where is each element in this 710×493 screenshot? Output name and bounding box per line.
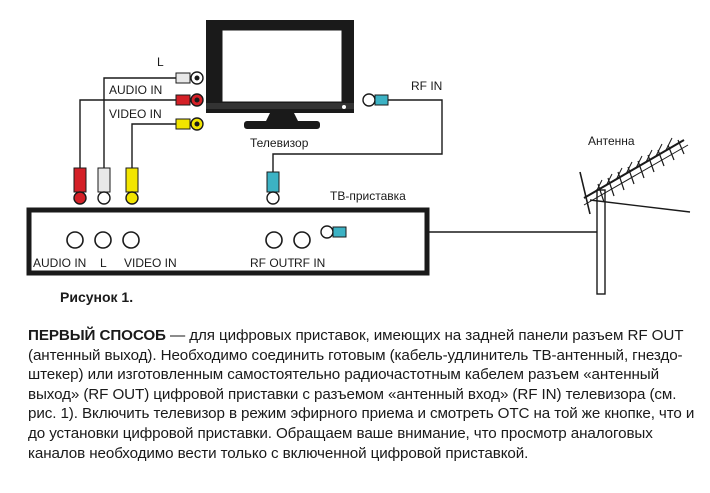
tv-audio-left-plug (175, 71, 204, 85)
cables (79, 77, 600, 233)
figure-caption: Рисунок 1. (60, 289, 134, 305)
tv-screen (221, 29, 343, 103)
cable-rf-tv (272, 99, 443, 172)
box-video-plug (125, 167, 139, 205)
tv-label: Телевизор (250, 136, 309, 150)
tv-rf-in-connector (362, 93, 389, 107)
tv-rf-in-label: RF IN (411, 79, 442, 93)
tv-bezel-strip (206, 103, 354, 109)
cable-audio-left (103, 77, 176, 168)
tv-video-in-label: VIDEO IN (109, 107, 162, 121)
box-audio-left-plug (97, 167, 111, 205)
box-l-label: L (100, 256, 107, 270)
description-paragraph: ПЕРВЫЙ СПОСОБ — для цифровых приставок, … (28, 326, 703, 463)
box-audio-in-jack-l (94, 231, 112, 249)
box-audio-in-label: AUDIO IN (33, 256, 86, 270)
cable-audio-right (79, 99, 176, 168)
box-rf-in-plug (320, 225, 347, 239)
box-audio-right-plug (73, 167, 87, 205)
tv-stand-base (244, 121, 320, 129)
connection-diagram: Телевизор L AUDIO IN VIDEO IN RF IN (26, 20, 691, 295)
box-video-in-label: VIDEO IN (124, 256, 177, 270)
box-rf-in-jack (293, 231, 311, 249)
method-text: — для цифровых приставок, имеющих на зад… (28, 327, 695, 462)
box-rf-in-label: RF IN (294, 256, 325, 270)
tv (206, 20, 354, 129)
antenna-mast (596, 189, 606, 295)
box-rf-out-jack (265, 231, 283, 249)
antenna-boom (583, 139, 685, 199)
tv-stand (266, 113, 298, 121)
tv-audio-right-plug (175, 93, 204, 107)
stb-label: ТВ-приставка (330, 189, 406, 203)
box-video-in-jack (122, 231, 140, 249)
antenna-label: Антенна (588, 134, 635, 148)
box-audio-in-jack-r (66, 231, 84, 249)
tv-power-dot (342, 105, 346, 109)
tv-audio-in-label: AUDIO IN (109, 83, 162, 97)
antenna (579, 137, 691, 295)
cable-video (131, 123, 176, 168)
box-rf-out-label: RF OUT (250, 256, 295, 270)
box-rf-out-plug (266, 171, 280, 205)
tv-video-plug (175, 117, 204, 131)
set-top-box (26, 207, 430, 276)
method-heading: ПЕРВЫЙ СПОСОБ (28, 327, 166, 344)
tv-l-label: L (157, 55, 164, 69)
